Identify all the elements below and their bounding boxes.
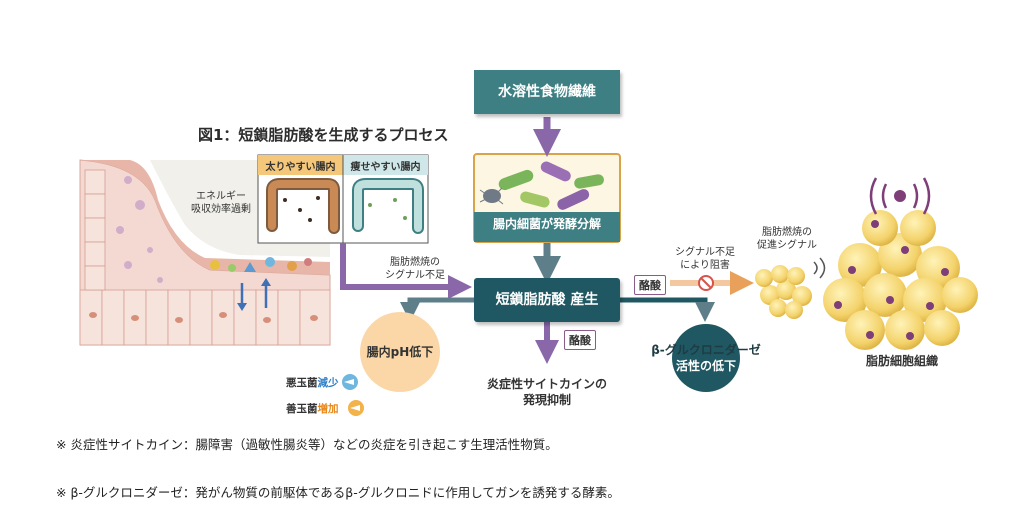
fat-signal-promote-label: 脂肪燃焼の促進シグナル (757, 227, 817, 251)
fat-signal-short-label: 脂肪燃焼のシグナル不足 (385, 257, 445, 281)
small-fat-cluster (755, 257, 826, 319)
diagram-title: 図1：短鎖脂肪酸を生成するプロセス (198, 126, 449, 144)
fermentation-node: 腸内細菌が発酵分解 (492, 217, 601, 231)
butyrate-tag-right: 酪酸 (634, 275, 666, 295)
footnote-cytokine: ※ 炎症性サイトカイン：腸障害（過敏性腸炎等）などの炎症を引き起こす生理活性物質… (56, 437, 558, 452)
glucuronidase-circle (672, 324, 740, 392)
cytokine-node: 炎症性サイトカインの発現抑制 (486, 377, 607, 407)
lean-prone-panel-label: 痩せやすい腸内 (350, 162, 421, 173)
adipose-node: 脂肪細胞組織 (865, 354, 938, 368)
scfa-node: 短鎖脂肪酸 産生 (474, 278, 620, 322)
bad-bacteria-label: 悪玉菌減少 (286, 377, 339, 389)
footnote-glucuronidase: ※ β-グルクロニダーゼ：発がん物質の前駆体であるβ-グルクロニドに作用してガン… (56, 485, 620, 500)
adipose-tissue (823, 177, 978, 350)
fiber-node: 水溶性食物繊維 (474, 70, 620, 114)
glucuronidase-node: β-グルクロニダーゼ 活性の低下 (651, 343, 761, 373)
flow-arrows (340, 117, 754, 364)
good-bacteria-label: 善玉菌増加 (286, 403, 339, 415)
fat-prone-panel-label: 太りやすい腸内 (265, 162, 336, 173)
gut-panels (257, 154, 429, 244)
energy-label: エネルギー吸収効率過剰 (191, 191, 251, 215)
signal-block-label: シグナル不足により阻害 (675, 247, 735, 271)
bacteria-illustration (473, 153, 621, 243)
ph-node: 腸内pH低下 (366, 345, 434, 359)
ph-circle (360, 312, 440, 392)
butyrate-tag-center: 酪酸 (564, 330, 596, 350)
